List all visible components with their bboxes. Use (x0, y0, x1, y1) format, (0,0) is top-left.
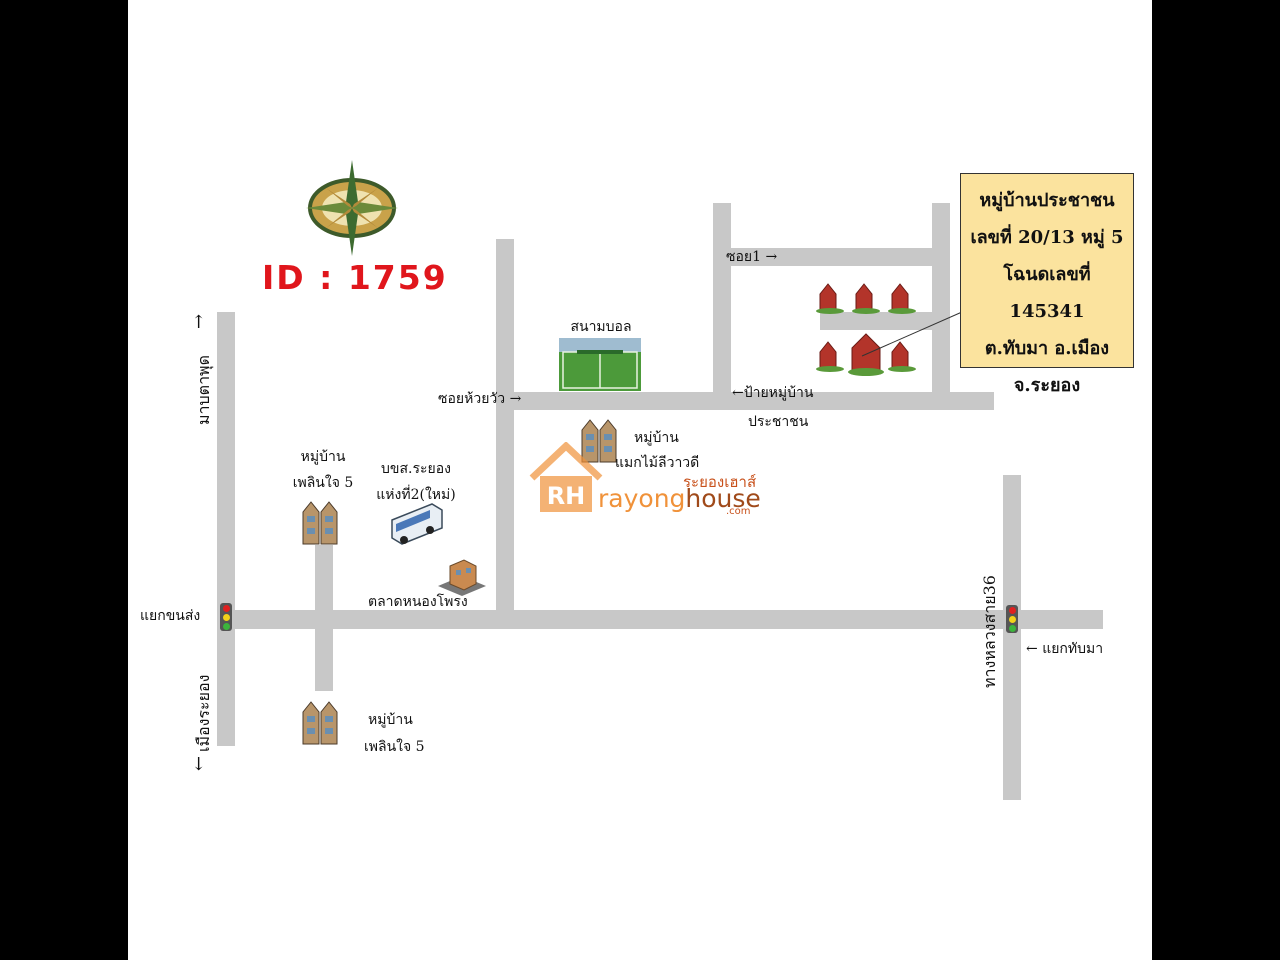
bus-terminal-label-1: บขส.ระยอง (381, 461, 451, 477)
soi-huai-wa-label: ซอยห้วยวัว → (438, 390, 521, 409)
road-village-inner (820, 312, 933, 330)
rayonghouse-logo-icon: RH (529, 442, 603, 512)
road-soi-vertical-1 (713, 203, 731, 393)
market-building-icon (438, 559, 486, 596)
road-soi-huai-wa (514, 392, 994, 410)
arrow-right-icon: → (765, 249, 778, 265)
watermark-brand-a: rayong (598, 484, 686, 513)
map-canvas: ID : 1759 สนามบอล ซอย1 → ซอยห้วยวัว → ←ป… (128, 0, 1152, 960)
soi1-text: ซอย1 (726, 249, 762, 265)
bus-terminal-label-2: แห่งที่2(ใหม่) (376, 487, 456, 503)
watermark-thai-text: ระยองเฮาส์ (683, 473, 757, 491)
road-highway36 (1003, 475, 1021, 800)
arrow-left-icon: ← (732, 385, 744, 401)
info-deed-number: โฉนดเลขที่ 145341 (1003, 264, 1091, 322)
compass-icon (306, 160, 398, 256)
property-info-box: หมู่บ้านประชาชน เลขที่ 20/13 หมู่ 5 โฉนด… (960, 173, 1134, 396)
road-soi1 (731, 248, 950, 266)
info-subdistrict: ต.ทับมา อ.เมือง (984, 338, 1110, 359)
arrow-down-icon: ↓ (191, 754, 207, 775)
football-field-icon (559, 338, 641, 391)
traffic-light-icon (220, 603, 232, 631)
arrow-up-icon: ↑ (191, 312, 207, 333)
to-rayong-label: เมืองระยอง (194, 674, 213, 752)
watermark-brand-b: house (685, 484, 761, 513)
road-main-horizontal (217, 610, 1103, 629)
maek-village-label-1: หมู่บ้าน (634, 430, 679, 446)
thap-ma-junction-text: แยกทับมา (1042, 641, 1104, 657)
road-center-vertical (496, 239, 514, 611)
village-sign-text-1: ป้ายหมู่บ้าน (743, 385, 814, 401)
info-house-number: เลขที่ 20/13 หมู่ 5 (970, 227, 1124, 248)
ploenjai-top-label-1: หมู่บ้าน (300, 449, 346, 465)
village-sign-label: ←ป้ายหมู่บ้าน (732, 384, 813, 403)
bus-icon (391, 503, 443, 545)
info-village-name: หมู่บ้านประชาชน (979, 190, 1115, 211)
soi-huai-wa-text: ซอยห้วยวัว (438, 391, 506, 407)
highway36-label: ทางหลวงสาย36 (980, 575, 999, 688)
village-houses-icon (816, 283, 916, 376)
thap-ma-junction-label: ← แยกทับมา (1026, 640, 1103, 659)
traffic-light-icon (1006, 605, 1018, 633)
listing-id-title: ID : 1759 (262, 258, 448, 297)
road-ploenjai-vertical (315, 545, 333, 691)
townhouse-icon (302, 501, 338, 545)
road-left-vertical (217, 312, 235, 746)
townhouse-icon (302, 701, 338, 745)
arrow-right-icon: → (509, 391, 522, 407)
to-map-ta-phut-label: มาบตาพุด (194, 355, 213, 425)
market-label: ตลาดหนองโพรง (368, 594, 468, 610)
ploenjai-bottom-label-2: เพลินใจ 5 (364, 739, 425, 755)
football-field-label: สนามบอล (570, 319, 632, 335)
watermark-domain: .com (726, 506, 751, 517)
village-sign-text-2: ประชาชน (748, 414, 809, 430)
info-province: จ.ระยอง (1013, 375, 1081, 396)
khon-song-junction-label: แยกขนส่ง (140, 608, 201, 624)
arrow-left-icon: ← (1026, 641, 1038, 657)
ploenjai-bottom-label-1: หมู่บ้าน (368, 712, 413, 728)
watermark-brand: rayonghouse (598, 484, 761, 513)
logo-rh-text: RH (547, 482, 586, 510)
pointer-line (861, 311, 963, 357)
road-soi-vertical-2 (932, 203, 950, 393)
maek-village-label-2: แมกไม้ลีวาวดี (615, 455, 700, 471)
ploenjai-top-label-2: เพลินใจ 5 (292, 475, 354, 491)
townhouse-icon (581, 419, 617, 463)
soi1-label: ซอย1 → (726, 248, 777, 267)
